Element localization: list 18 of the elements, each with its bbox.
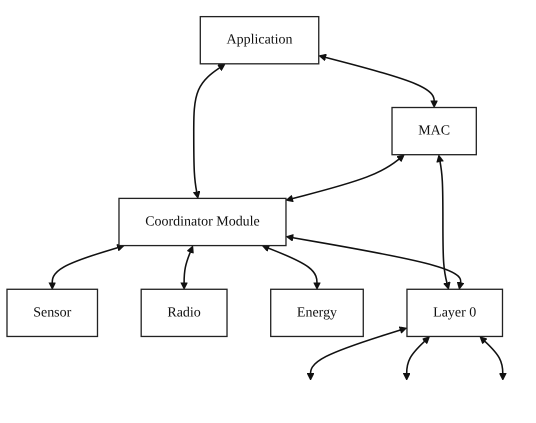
arrow	[262, 244, 321, 290]
arrow	[402, 336, 430, 380]
arrow	[48, 244, 124, 290]
node-box: Coordinator Module	[118, 198, 287, 246]
node-box: Layer 0	[406, 288, 504, 338]
arrow	[480, 336, 507, 380]
node-box: MAC	[391, 106, 477, 156]
arrow	[286, 234, 464, 290]
arrow	[192, 64, 226, 199]
node-box: Application	[200, 16, 320, 64]
arrow	[180, 246, 194, 290]
node-box: Radio	[140, 288, 228, 338]
arrow	[306, 326, 407, 380]
arrow	[436, 154, 451, 290]
arrow	[286, 154, 405, 202]
node-box: Sensor	[6, 288, 98, 338]
node-box: Energy	[270, 288, 364, 338]
arrow	[318, 54, 438, 108]
